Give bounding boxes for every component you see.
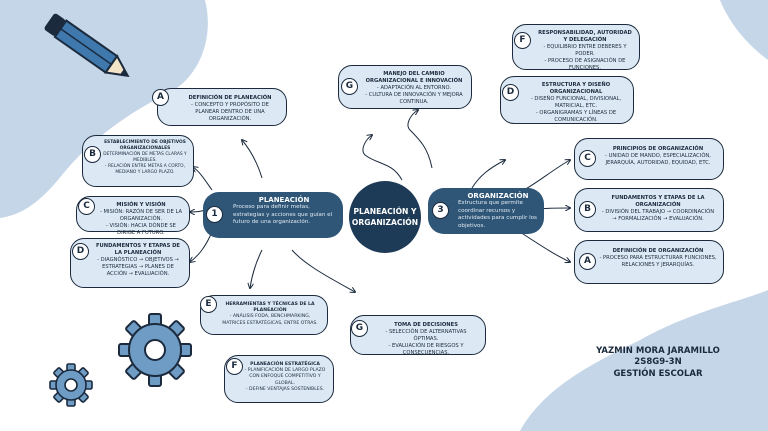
author-group: 2S8G9-3N (588, 357, 728, 368)
planeacion-card-a: DEFINICIÓN DE PLANEACIÓN - CONCEPTO Y PR… (157, 88, 287, 126)
card-title: FUNDAMENTOS Y ETAPAS DE LA ORGANIZACIÓN (599, 195, 717, 209)
card-letter-badge: F (514, 32, 531, 49)
author-name: YAZMIN MORA JARAMILLO (588, 346, 728, 357)
card-item: - ADAPTACIÓN AL ENTORNO. (363, 85, 465, 92)
planeacion-card-b: ESTABLECIMIENTO DE OBJETIVOS ORGANIZACIO… (82, 135, 194, 187)
card-item: - DIVISIÓN DEL TRABAJO → COORDINACIÓN → … (599, 209, 717, 223)
card-letter-badge: B (84, 146, 101, 163)
card-item: - PROCESO PARA ESTRUCTURAR FUNCIONES, RE… (599, 255, 717, 269)
card-letter-badge: E (200, 296, 217, 313)
card-title: MISIÓN Y VISIÓN (99, 202, 183, 209)
card-item: - SELECCIÓN DE ALTERNATIVAS ÓPTIMAS. (373, 329, 479, 343)
card-item: - EVALUACIÓN DE RIESGOS Y CONSECUENCIAS. (373, 343, 479, 357)
card-title: TOMA DE DECISIONES (373, 322, 479, 329)
card-letter-badge: F (226, 358, 243, 375)
card-title: MANEJO DEL CAMBIO ORGANIZACIONAL E INNOV… (363, 71, 465, 85)
organizacion-description: Estructura que permite coordinar recurso… (458, 200, 538, 230)
organizacion-card-a: DEFINICIÓN DE ORGANIZACIÓN - PROCESO PAR… (574, 240, 724, 284)
card-item: - UNIDAD DE MANDO, ESPECIALIZACIÓN, JERA… (599, 153, 717, 167)
card-letter-badge: A (579, 253, 596, 270)
card-item: - VISIÓN: HACIA DÓNDE SE DIRIGE A FUTURO… (99, 223, 183, 237)
card-letter-badge: A (152, 89, 169, 106)
card-title: DEFINICIÓN DE ORGANIZACIÓN (599, 248, 717, 255)
card-title: RESPONSABILIDAD, AUTORIDAD Y DELEGACIÓN (537, 30, 633, 44)
planeacion-description: Proceso para definir metas, estrategias … (233, 204, 335, 227)
card-item: - PLANIFICACIÓN DE LARGO PLAZO CON ENFOQ… (243, 368, 327, 387)
card-title: FUNDAMENTOS Y ETAPAS DE LA PLANEACIÓN (93, 243, 183, 257)
card-item: - RELACIÓN ENTRE METAS A CORTO, MEDIANO … (103, 164, 187, 176)
card-item: - ORGANIGRAMAS Y LÍNEAS DE COMUNICACIÓN. (525, 110, 627, 124)
planeacion-title: PLANEACIÓN (233, 196, 335, 204)
card-item: - CONCEPTO Y PROPÓSITO DE PLANEAR DENTRO… (182, 102, 278, 123)
card-item: - DISEÑO FUNCIONAL, DIVISIONAL, MATRICIA… (525, 96, 627, 110)
card-letter-badge: C (579, 150, 596, 167)
card-item: - EQUILIBRIO ENTRE DEBERES Y PODER. (537, 44, 633, 58)
planeacion-card-d: FUNDAMENTOS Y ETAPAS DE LA PLANEACIÓN - … (70, 238, 190, 288)
card-letter-badge: D (502, 84, 519, 101)
planeacion-box: PLANEACIÓN Proceso para definir metas, e… (203, 192, 343, 238)
author-block: YAZMIN MORA JARAMILLO 2S8G9-3N GESTIÓN E… (588, 346, 728, 380)
organizacion-card-f: RESPONSABILIDAD, AUTORIDAD Y DELEGACIÓN … (512, 24, 640, 70)
card-item: - DEFINE VENTAJAS SOSTENIBLES. (243, 387, 327, 393)
organizacion-card-c: PRINCIPIOS DE ORGANIZACIÓN - UNIDAD DE M… (574, 138, 724, 180)
organizacion-card-g: MANEJO DEL CAMBIO ORGANIZACIONAL E INNOV… (338, 65, 472, 109)
card-item: - PROCESO DE ASIGNACIÓN DE FUNCIONES. (537, 58, 633, 72)
central-topic-line1: PLANEACIÓN Y (352, 206, 418, 217)
planeacion-number-badge: 1 (206, 206, 223, 223)
card-title: DEFINICIÓN DE PLANEACIÓN (182, 95, 278, 102)
organizacion-card-b: FUNDAMENTOS Y ETAPAS DE LA ORGANIZACIÓN … (574, 188, 724, 232)
author-subject: GESTIÓN ESCOLAR (588, 369, 728, 380)
card-item: - CULTURA DE INNOVACIÓN Y MEJORA CONTINU… (363, 92, 465, 106)
card-letter-badge: G (351, 320, 368, 337)
organizacion-card-d: ESTRUCTURA Y DISEÑO ORGANIZACIONAL - DIS… (500, 76, 634, 124)
card-item: - DIAGNÓSTICO → OBJETIVOS → ESTRATEGIAS … (93, 257, 183, 278)
organizacion-title: ORGANIZACIÓN (458, 192, 538, 200)
card-letter-badge: C (78, 198, 95, 215)
central-topic: PLANEACIÓN Y ORGANIZACIÓN (349, 181, 421, 253)
card-title: HERRAMIENTAS Y TÉCNICAS DE LA PLANEACIÓN (219, 302, 321, 314)
central-topic-line2: ORGANIZACIÓN (352, 217, 418, 228)
planeacion-card-g: TOMA DE DECISIONES - SELECCIÓN DE ALTERN… (350, 315, 486, 355)
planeacion-card-e: HERRAMIENTAS Y TÉCNICAS DE LA PLANEACIÓN… (200, 295, 328, 335)
card-letter-badge: B (579, 201, 596, 218)
card-item: - ANÁLISIS FODA, BENCHMARKING, MATRICES … (219, 314, 321, 326)
card-letter-badge: G (341, 78, 358, 95)
organizacion-number-badge: 3 (432, 202, 449, 219)
card-title: ESTABLECIMIENTO DE OBJETIVOS ORGANIZACIO… (103, 140, 187, 152)
card-title: ESTRUCTURA Y DISEÑO ORGANIZACIONAL (525, 82, 627, 96)
card-item: DETERMINACIÓN DE METAS CLARAS Y MEDIBLES… (103, 152, 187, 164)
card-letter-badge: D (72, 243, 89, 260)
card-title: PRINCIPIOS DE ORGANIZACIÓN (599, 146, 717, 153)
card-item: - MISIÓN: RAZÓN DE SER DE LA ORGANIZACIÓ… (99, 209, 183, 223)
